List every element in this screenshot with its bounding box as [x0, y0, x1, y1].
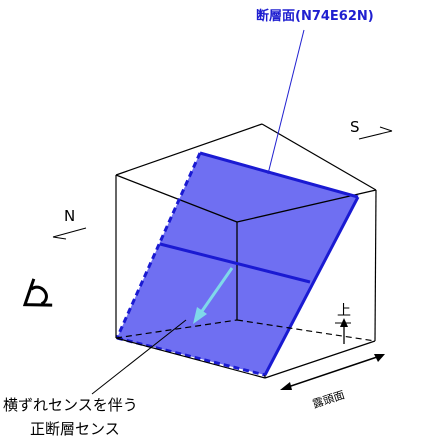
south-label: S	[350, 118, 360, 136]
north-arrow: N	[53, 207, 86, 239]
fault-plane-label: 断層面(N74E62N)	[256, 8, 374, 24]
up-label: 上	[337, 303, 351, 319]
outcrop-face-label: 露頭面	[311, 388, 346, 411]
north-label: N	[64, 207, 75, 225]
outcrop-width-arrow	[280, 354, 385, 390]
south-arrow: S	[350, 118, 392, 139]
movement-label-line2: 正断層センス	[30, 420, 120, 438]
eye-icon	[16, 278, 54, 318]
movement-label-line1: 横ずれセンスを伴う	[3, 396, 138, 414]
up-arrow: 上	[335, 303, 351, 344]
fault-leader	[268, 30, 304, 174]
